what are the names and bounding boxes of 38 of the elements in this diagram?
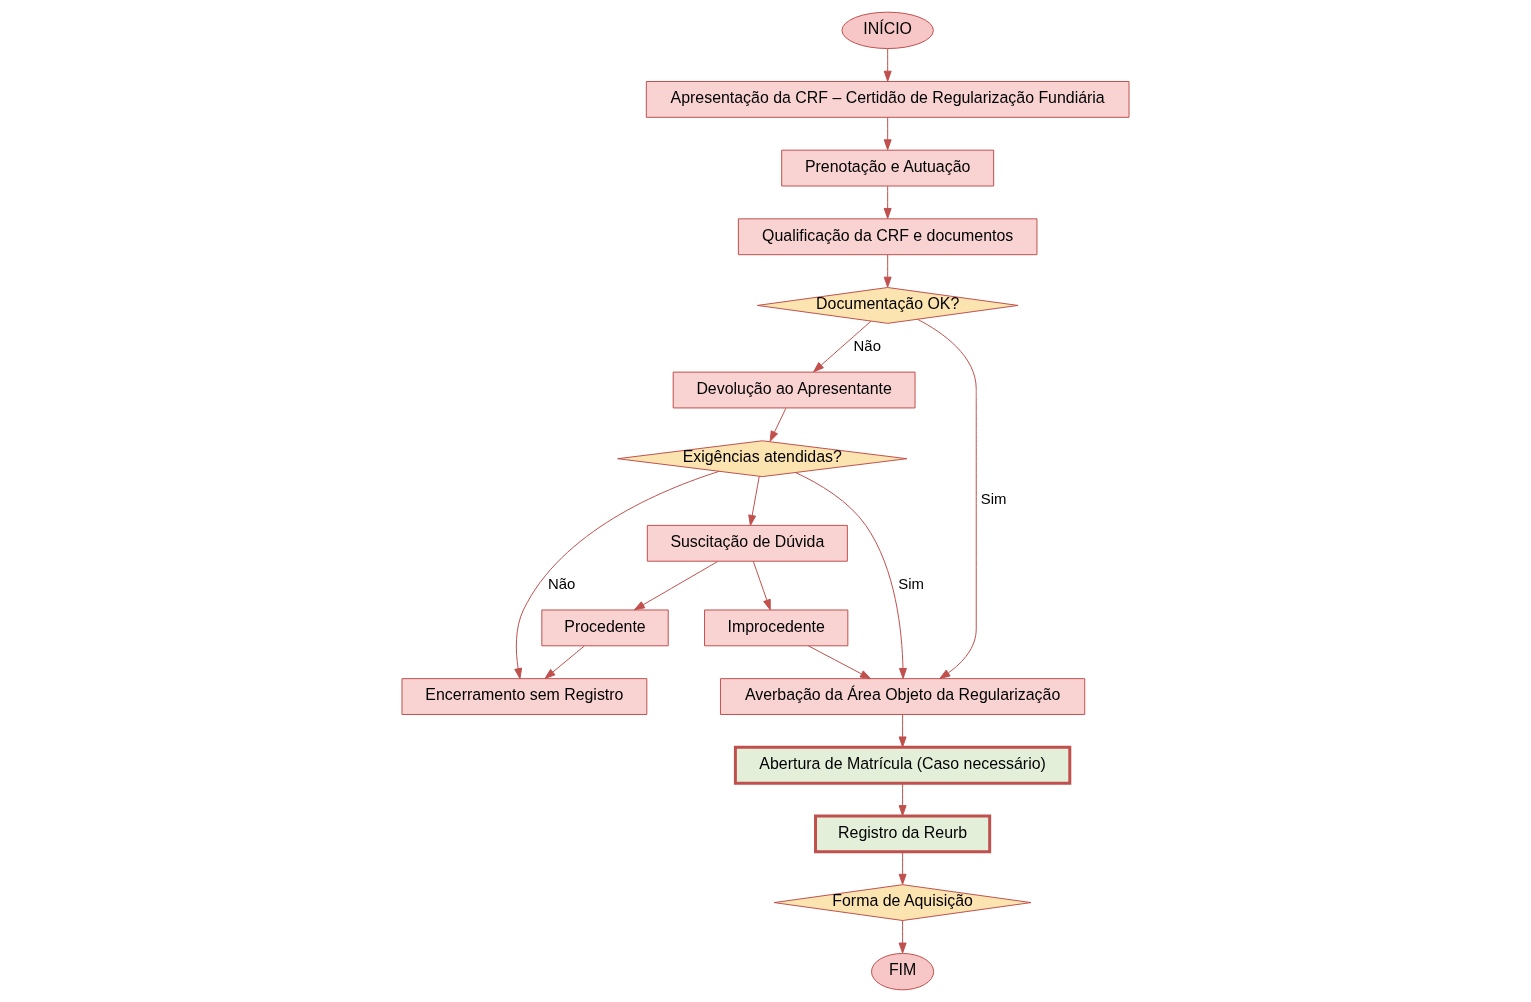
node-ellipse: FIM [871, 952, 935, 991]
node-box: Averbação da Área Objeto da Regularização [719, 678, 1086, 715]
arrow [752, 560, 771, 611]
arrow [917, 318, 977, 679]
arrow [883, 254, 892, 288]
node-box: Apresentação da CRF – Certidão de Regularização Fundiária [645, 81, 1130, 118]
node-box: Improcedente [704, 609, 849, 647]
node-box: Qualificação da CRF e documentos [737, 218, 1038, 256]
arrow [748, 475, 760, 526]
arrow [883, 117, 892, 151]
arrow [898, 782, 907, 817]
node-diamond: Exigências atendidas? [617, 440, 908, 478]
node-diamond: Documentação OK? [756, 287, 1019, 324]
node-box: Suscitação de Dúvida [646, 524, 848, 562]
arrow [898, 714, 907, 748]
edge-label: Não [853, 337, 881, 355]
edge-label: Sim [980, 490, 1007, 508]
node-box: Devolução ao Apresentante [672, 371, 916, 409]
arrow [795, 472, 907, 679]
edge-label: Não [548, 575, 576, 593]
arrow [813, 320, 872, 373]
arrow [883, 48, 892, 82]
arrow [633, 560, 719, 611]
node-box: Encerramento sem Registro [401, 678, 648, 715]
arrow [769, 407, 787, 442]
edge-label: Sim [898, 575, 924, 593]
node-box: Procedente [541, 609, 669, 647]
arrow [898, 920, 907, 954]
node-box: Abertura de Matrícula (Caso necessário) [733, 745, 1072, 785]
node-box: Registro da Reurb [814, 814, 992, 854]
arrow [544, 645, 585, 679]
arrow [514, 470, 720, 680]
node-box: Prenotação e Autuação [781, 149, 995, 187]
node-ellipse: INÍCIO [841, 11, 934, 50]
arrow [883, 185, 892, 219]
arrow [807, 645, 871, 680]
arrow [898, 851, 907, 885]
node-diamond: Forma de Aquisição [773, 884, 1032, 921]
